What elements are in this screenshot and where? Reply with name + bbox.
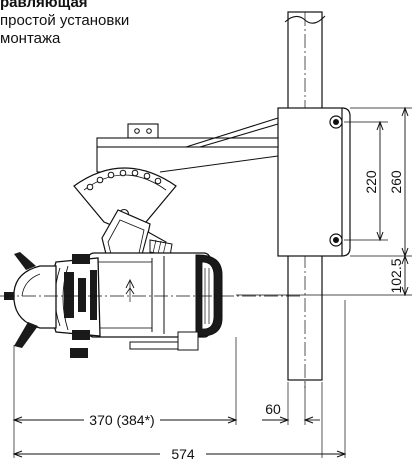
bolt-top xyxy=(329,115,343,129)
dim-horizontal xyxy=(12,300,347,458)
dim-label-370: 370 (384*) xyxy=(89,412,154,428)
mounting-plate xyxy=(277,107,351,257)
cable-gland xyxy=(101,209,173,271)
dim-label-60: 60 xyxy=(265,401,281,417)
dim-vertical xyxy=(300,106,412,297)
bracket-arm xyxy=(96,117,279,173)
motor-body xyxy=(87,252,223,351)
propeller xyxy=(4,252,57,348)
bolt-bottom xyxy=(329,233,343,247)
dim-label-220: 220 xyxy=(363,170,379,194)
dim-label-102-5: 102.5 xyxy=(388,258,404,293)
dim-label-260: 260 xyxy=(388,170,404,194)
caption-line-2: простой установки xyxy=(0,12,130,29)
caption-text: равляющая простой установки монтажа xyxy=(0,0,129,48)
gear-housing xyxy=(49,254,101,358)
caption-line-3: монтажа xyxy=(0,30,61,47)
dim-label-574: 574 xyxy=(171,446,195,462)
caption-line-1: равляющая xyxy=(0,0,88,11)
tilt-adjuster xyxy=(73,167,177,233)
